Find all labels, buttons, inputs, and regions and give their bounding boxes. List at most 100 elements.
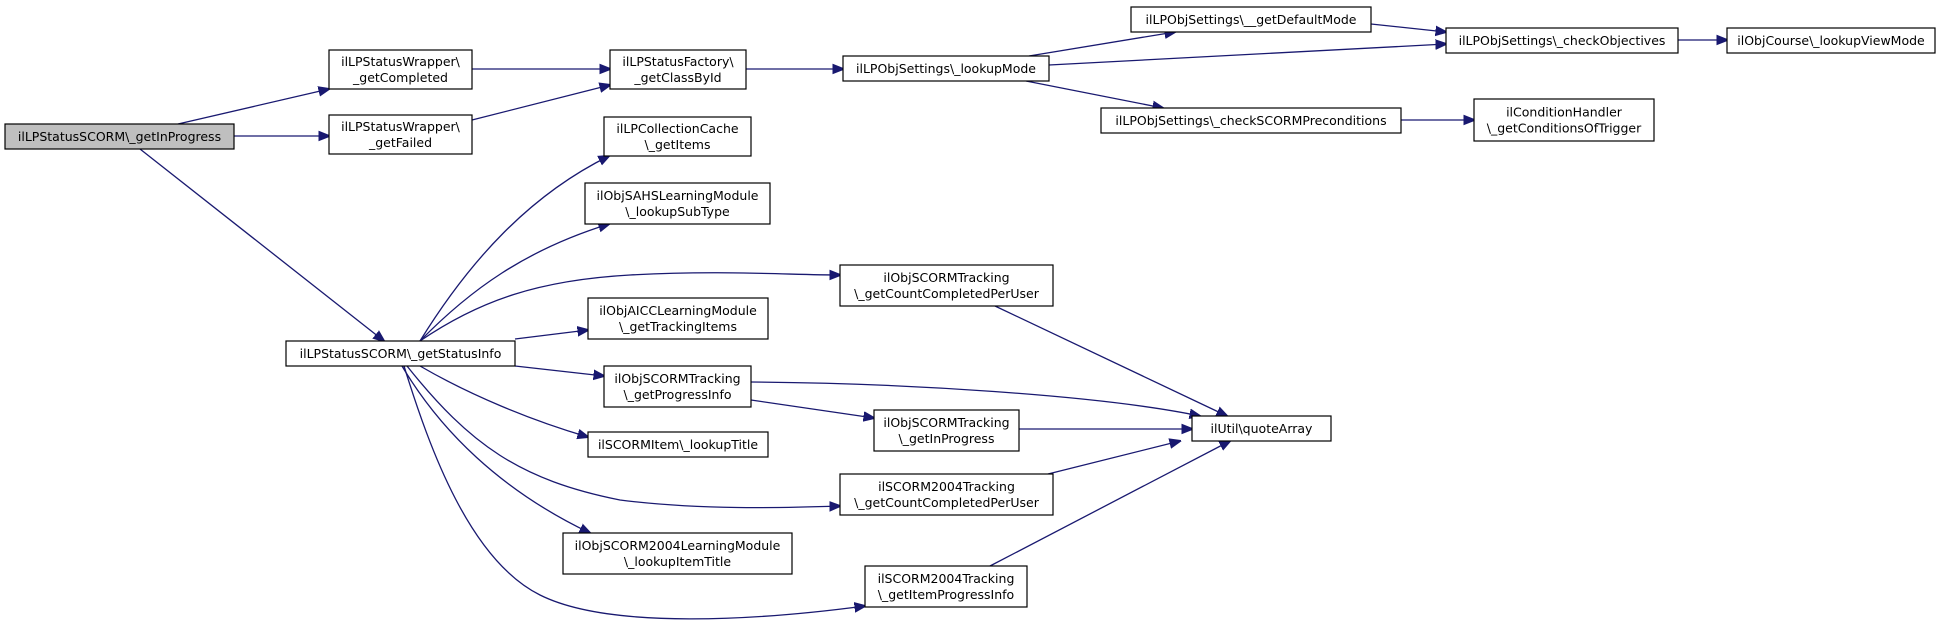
node-box[interactable] (285, 340, 516, 367)
node-n20[interactable]: ilObjSCORM2004LearningModule\_lookupItem… (562, 532, 793, 575)
node-label: _getFailed (368, 135, 432, 150)
node-label: ilLPCollectionCache (616, 121, 738, 136)
node-box[interactable] (584, 182, 771, 225)
node-n6[interactable]: ilLPObjSettings\__getDefaultMode (1130, 6, 1372, 33)
edge-n3-to-n18 (419, 365, 588, 437)
edge-n5-to-n6 (1028, 32, 1175, 57)
edge-n2-to-n4 (471, 85, 610, 121)
node-label: ilLPStatusWrapper\ (341, 119, 461, 134)
node-n5[interactable]: ilLPObjSettings\_lookupMode (842, 55, 1050, 82)
node-label: ilSCORMItem\_lookupTitle (598, 437, 758, 452)
node-n15[interactable]: ilObjSCORMTracking\_getProgressInfo (603, 365, 752, 408)
node-n9[interactable]: ilLPObjSettings\_checkSCORMPreconditions (1100, 107, 1402, 134)
node-n19[interactable]: ilSCORM2004Tracking\_getCountCompletedPe… (839, 473, 1054, 516)
node-n1[interactable]: ilLPStatusWrapper\_getCompleted (328, 49, 473, 90)
edge-n21-to-n17 (989, 441, 1230, 567)
node-n2[interactable]: ilLPStatusWrapper\_getFailed (328, 114, 473, 155)
edge-n3-to-n13 (419, 273, 840, 342)
node-label: ilSCORM2004Tracking (878, 479, 1015, 494)
node-box[interactable] (1100, 107, 1402, 134)
node-label: ilLPObjSettings\_lookupMode (856, 61, 1036, 76)
node-n8[interactable]: ilObjCourse\_lookupViewMode (1726, 27, 1936, 54)
node-layer: ilLPStatusSCORM\_getInProgress ilLPStatus… (4, 6, 1936, 608)
edge-n5-to-n9 (1025, 80, 1163, 108)
node-n3[interactable]: ilLPStatusSCORM\_getStatusInfo (285, 340, 516, 367)
node-box[interactable] (587, 297, 769, 340)
node-box[interactable] (603, 365, 752, 408)
node-n0[interactable]: ilLPStatusSCORM\_getInProgress (4, 123, 235, 150)
node-label: \_getCountCompletedPerUser (854, 286, 1040, 301)
node-box[interactable] (1130, 6, 1372, 33)
node-box[interactable] (1726, 27, 1936, 54)
node-box[interactable] (864, 565, 1028, 608)
node-label: _getClassById (633, 70, 721, 85)
node-n16[interactable]: ilObjSCORMTracking\_getInProgress (873, 409, 1020, 452)
node-label: _getCompleted (352, 70, 448, 85)
node-label: ilUtil\quoteArray (1211, 421, 1314, 436)
node-label: \_getItems (645, 137, 711, 152)
node-box[interactable] (562, 532, 793, 575)
node-box[interactable] (609, 49, 747, 90)
edge-n3-to-n21 (403, 365, 865, 620)
edge-n3-to-n12 (419, 224, 609, 342)
node-box[interactable] (839, 264, 1054, 307)
node-box[interactable] (1191, 415, 1332, 442)
node-label: ilLPObjSettings\__getDefaultMode (1146, 12, 1357, 27)
node-box[interactable] (1445, 27, 1679, 54)
node-box[interactable] (4, 123, 235, 150)
node-n7[interactable]: ilLPObjSettings\_checkObjectives (1445, 27, 1679, 54)
edge-layer (139, 23, 1727, 620)
node-box[interactable] (1473, 98, 1655, 142)
node-box[interactable] (873, 409, 1020, 452)
node-label: \_getCountCompletedPerUser (854, 495, 1040, 510)
node-box[interactable] (842, 55, 1050, 82)
edge-n6-to-n7 (1370, 23, 1446, 32)
node-label: ilLPObjSettings\_checkObjectives (1459, 33, 1666, 48)
node-label: ilObjSCORMTracking (883, 270, 1009, 285)
node-label: ilLPObjSettings\_checkSCORMPreconditions (1115, 113, 1386, 128)
node-label: \_lookupSubType (625, 204, 730, 219)
node-label: ilLPStatusFactory\ (622, 54, 734, 69)
edge-n13-to-n17 (994, 305, 1227, 416)
edge-n0-to-n3 (139, 148, 384, 341)
edge-n15-to-n17 (750, 381, 1200, 416)
node-label: ilObjSCORMTracking (883, 415, 1009, 430)
node-label: ilObjSAHSLearningModule (597, 188, 759, 203)
node-box[interactable] (587, 431, 769, 458)
edge-n19-to-n17 (1047, 441, 1180, 475)
node-box[interactable] (328, 49, 473, 90)
node-label: ilLPStatusWrapper\ (341, 54, 461, 69)
node-box[interactable] (328, 114, 473, 155)
node-n13[interactable]: ilObjSCORMTracking\_getCountCompletedPer… (839, 264, 1054, 307)
node-label: ilSCORM2004Tracking (878, 571, 1015, 586)
node-label: ilLPStatusSCORM\_getInProgress (18, 129, 221, 144)
node-box[interactable] (603, 116, 752, 157)
node-label: ilLPStatusSCORM\_getStatusInfo (300, 346, 502, 361)
node-label: ilObjSCORM2004LearningModule (575, 538, 781, 553)
edge-n15-to-n16 (750, 399, 874, 418)
node-box[interactable] (839, 473, 1054, 516)
node-label: ilObjSCORMTracking (614, 371, 740, 386)
node-n11[interactable]: ilLPCollectionCache\_getItems (603, 116, 752, 157)
edge-n3-to-n14 (514, 330, 588, 340)
node-label: \_lookupItemTitle (624, 554, 731, 569)
node-label: \_getTrackingItems (619, 319, 737, 334)
node-label: \_getProgressInfo (624, 387, 732, 402)
node-label: \_getConditionsOfTrigger (1487, 121, 1642, 136)
node-n4[interactable]: ilLPStatusFactory\_getClassById (609, 49, 747, 90)
node-n10[interactable]: ilConditionHandler\_getConditionsOfTrigg… (1473, 98, 1655, 142)
node-label: \_getItemProgressInfo (878, 587, 1014, 602)
node-n17[interactable]: ilUtil\quoteArray (1191, 415, 1332, 442)
node-n14[interactable]: ilObjAICCLearningModule\_getTrackingItem… (587, 297, 769, 340)
edge-n5-to-n7 (1048, 44, 1446, 66)
node-label: ilObjAICCLearningModule (599, 303, 757, 318)
node-n21[interactable]: ilSCORM2004Tracking\_getItemProgressInfo (864, 565, 1028, 608)
node-n18[interactable]: ilSCORMItem\_lookupTitle (587, 431, 769, 458)
edge-n3-to-n20 (401, 365, 590, 533)
node-label: ilObjCourse\_lookupViewMode (1737, 33, 1925, 48)
edge-n3-to-n19 (406, 365, 840, 508)
node-n12[interactable]: ilObjSAHSLearningModule\_lookupSubType (584, 182, 771, 225)
node-label: ilConditionHandler (1506, 105, 1623, 120)
edge-n0-to-n1 (177, 89, 329, 125)
